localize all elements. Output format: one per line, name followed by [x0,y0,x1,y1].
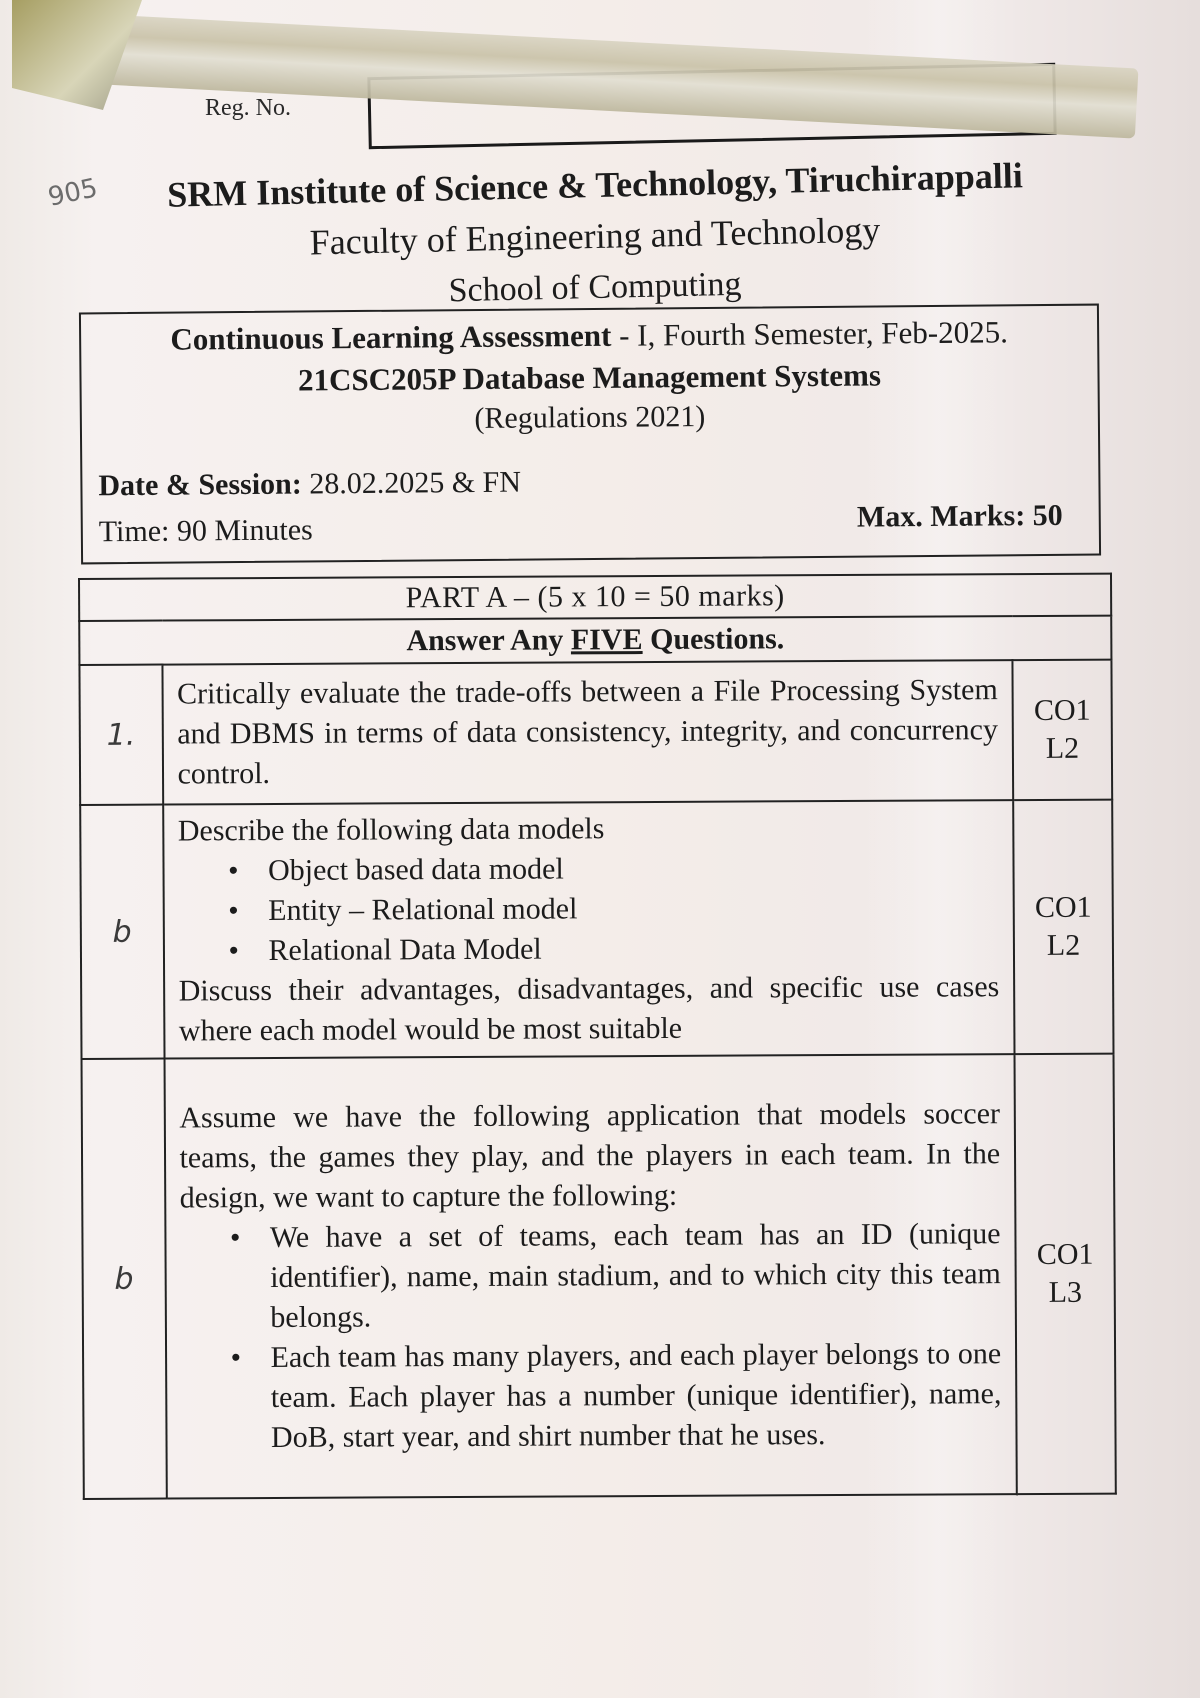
question-intro: Assume we have the following application… [179,1097,1001,1215]
course-outcome: CO1 L2 [1012,659,1113,801]
list-item: Object based data model [268,847,999,891]
co-code: CO1 [1036,1237,1094,1271]
course-outcome: CO1 L2 [1013,799,1114,1055]
exam-title: Continuous Learning Assessment - I, Four… [81,312,1097,361]
question-number-mark: 1. [79,664,163,805]
questions-table: PART A – (5 x 10 = 50 marks) Answer Any … [78,573,1117,1500]
bloom-level: L2 [1045,731,1080,765]
instruction: Answer Any FIVE Questions. [79,615,1112,665]
instruction-emphasis: FIVE [570,623,643,657]
list-item: Relational Data Model [268,927,999,971]
course-outcome: CO1 L3 [1014,1053,1116,1495]
question-outro: Discuss their advantages, disadvantages,… [178,970,1000,1048]
paper-header: SRM Institute of Science & Technology, T… [90,155,1100,314]
exam-details-box: Continuous Learning Assessment - I, Four… [78,303,1102,565]
reg-no-label: Reg. No. [205,95,291,121]
date-session: Date & Session: 28.02.2025 & FN [98,463,521,507]
question-row: b Assume we have the following applicati… [81,1053,1116,1499]
question-number-mark: b [80,804,165,1059]
bullet-list: We have a set of teams, each team has an… [180,1214,1002,1458]
tape-corner [12,0,142,110]
exam-duration: Time: 90 Minutes [98,513,313,549]
list-item: Entity – Relational model [268,887,999,931]
question-intro: Describe the following data models [177,812,605,848]
bloom-level: L3 [1048,1275,1083,1309]
list-item: We have a set of teams, each team has an… [270,1214,1001,1338]
instruction-row: Answer Any FIVE Questions. [79,615,1112,665]
question-number-mark: b [81,1058,167,1499]
co-code: CO1 [1034,890,1092,924]
exam-title-rest: - I, Fourth Semester, Feb-2025. [611,314,1009,353]
question-text: Describe the following data models Objec… [162,800,1015,1059]
question-row: b Describe the following data models Obj… [80,799,1114,1059]
part-title: PART A – (5 x 10 = 50 marks) [79,573,1112,621]
bloom-level: L2 [1046,928,1081,962]
bullet-list: Object based data model Entity – Relatio… [178,847,999,971]
question-text: Critically evaluate the trade-offs betwe… [161,660,1014,805]
max-marks: Max. Marks: 50 [856,498,1063,534]
instruction-pre: Answer Any [406,623,571,658]
instruction-post: Questions. [642,622,785,657]
part-header-row: PART A – (5 x 10 = 50 marks) [79,573,1112,621]
regulations: (Regulations 2021) [474,399,706,436]
date-session-label: Date & Session: [98,467,302,503]
exam-title-main: Continuous Learning Assessment [170,317,612,357]
list-item: Each team has many players, and each pla… [270,1334,1001,1458]
question-row: 1. Critically evaluate the trade-offs be… [79,659,1113,805]
question-text: Assume we have the following application… [164,1054,1017,1499]
co-code: CO1 [1033,693,1091,727]
date-session-value: 28.02.2025 & FN [301,465,522,501]
